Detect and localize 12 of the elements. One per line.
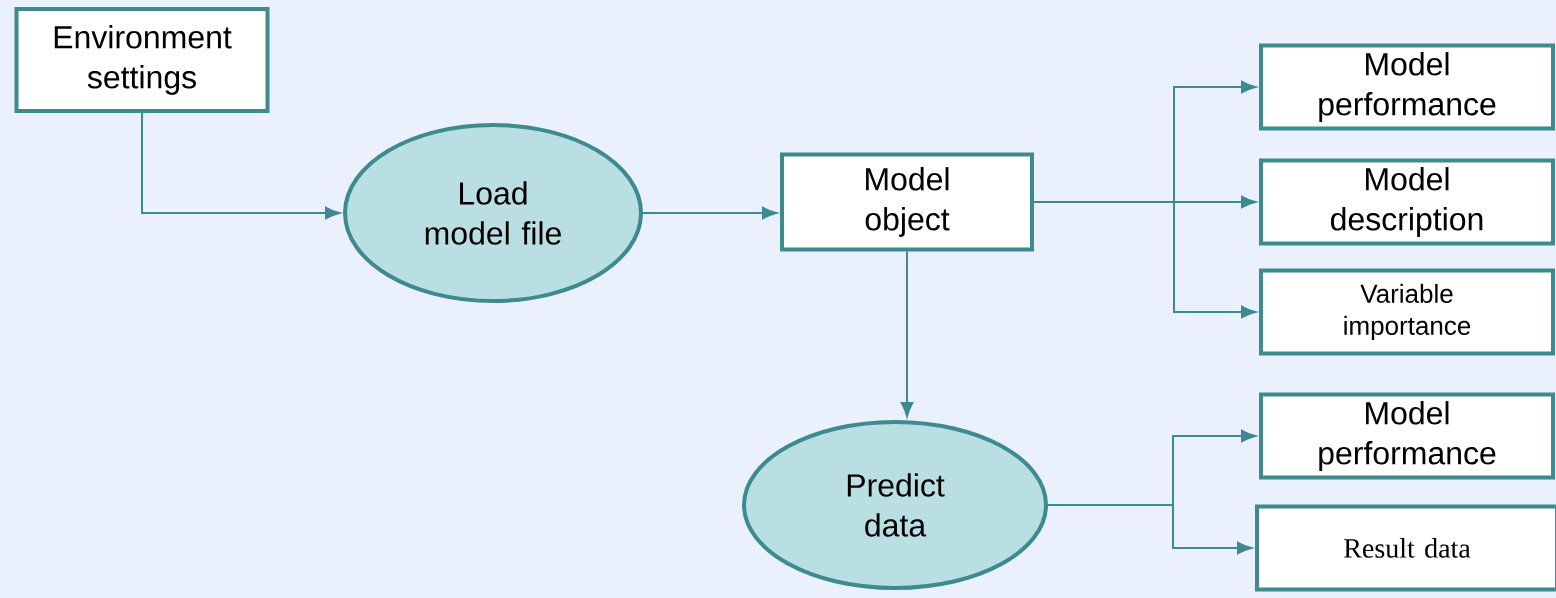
arrow xyxy=(1047,504,1253,555)
arrow xyxy=(141,112,341,220)
arrow xyxy=(900,250,914,417)
arrow xyxy=(642,206,778,220)
arrow xyxy=(1033,201,1257,319)
process-box: Result data xyxy=(1255,504,1556,592)
process-box: Model object xyxy=(780,152,1034,252)
process-box: Model performance xyxy=(1259,392,1555,480)
process-box: Model description xyxy=(1259,158,1555,246)
process-box: Variable importance xyxy=(1259,268,1555,356)
process-box: Model performance xyxy=(1259,43,1555,131)
process-box: Environment settings xyxy=(14,7,270,113)
